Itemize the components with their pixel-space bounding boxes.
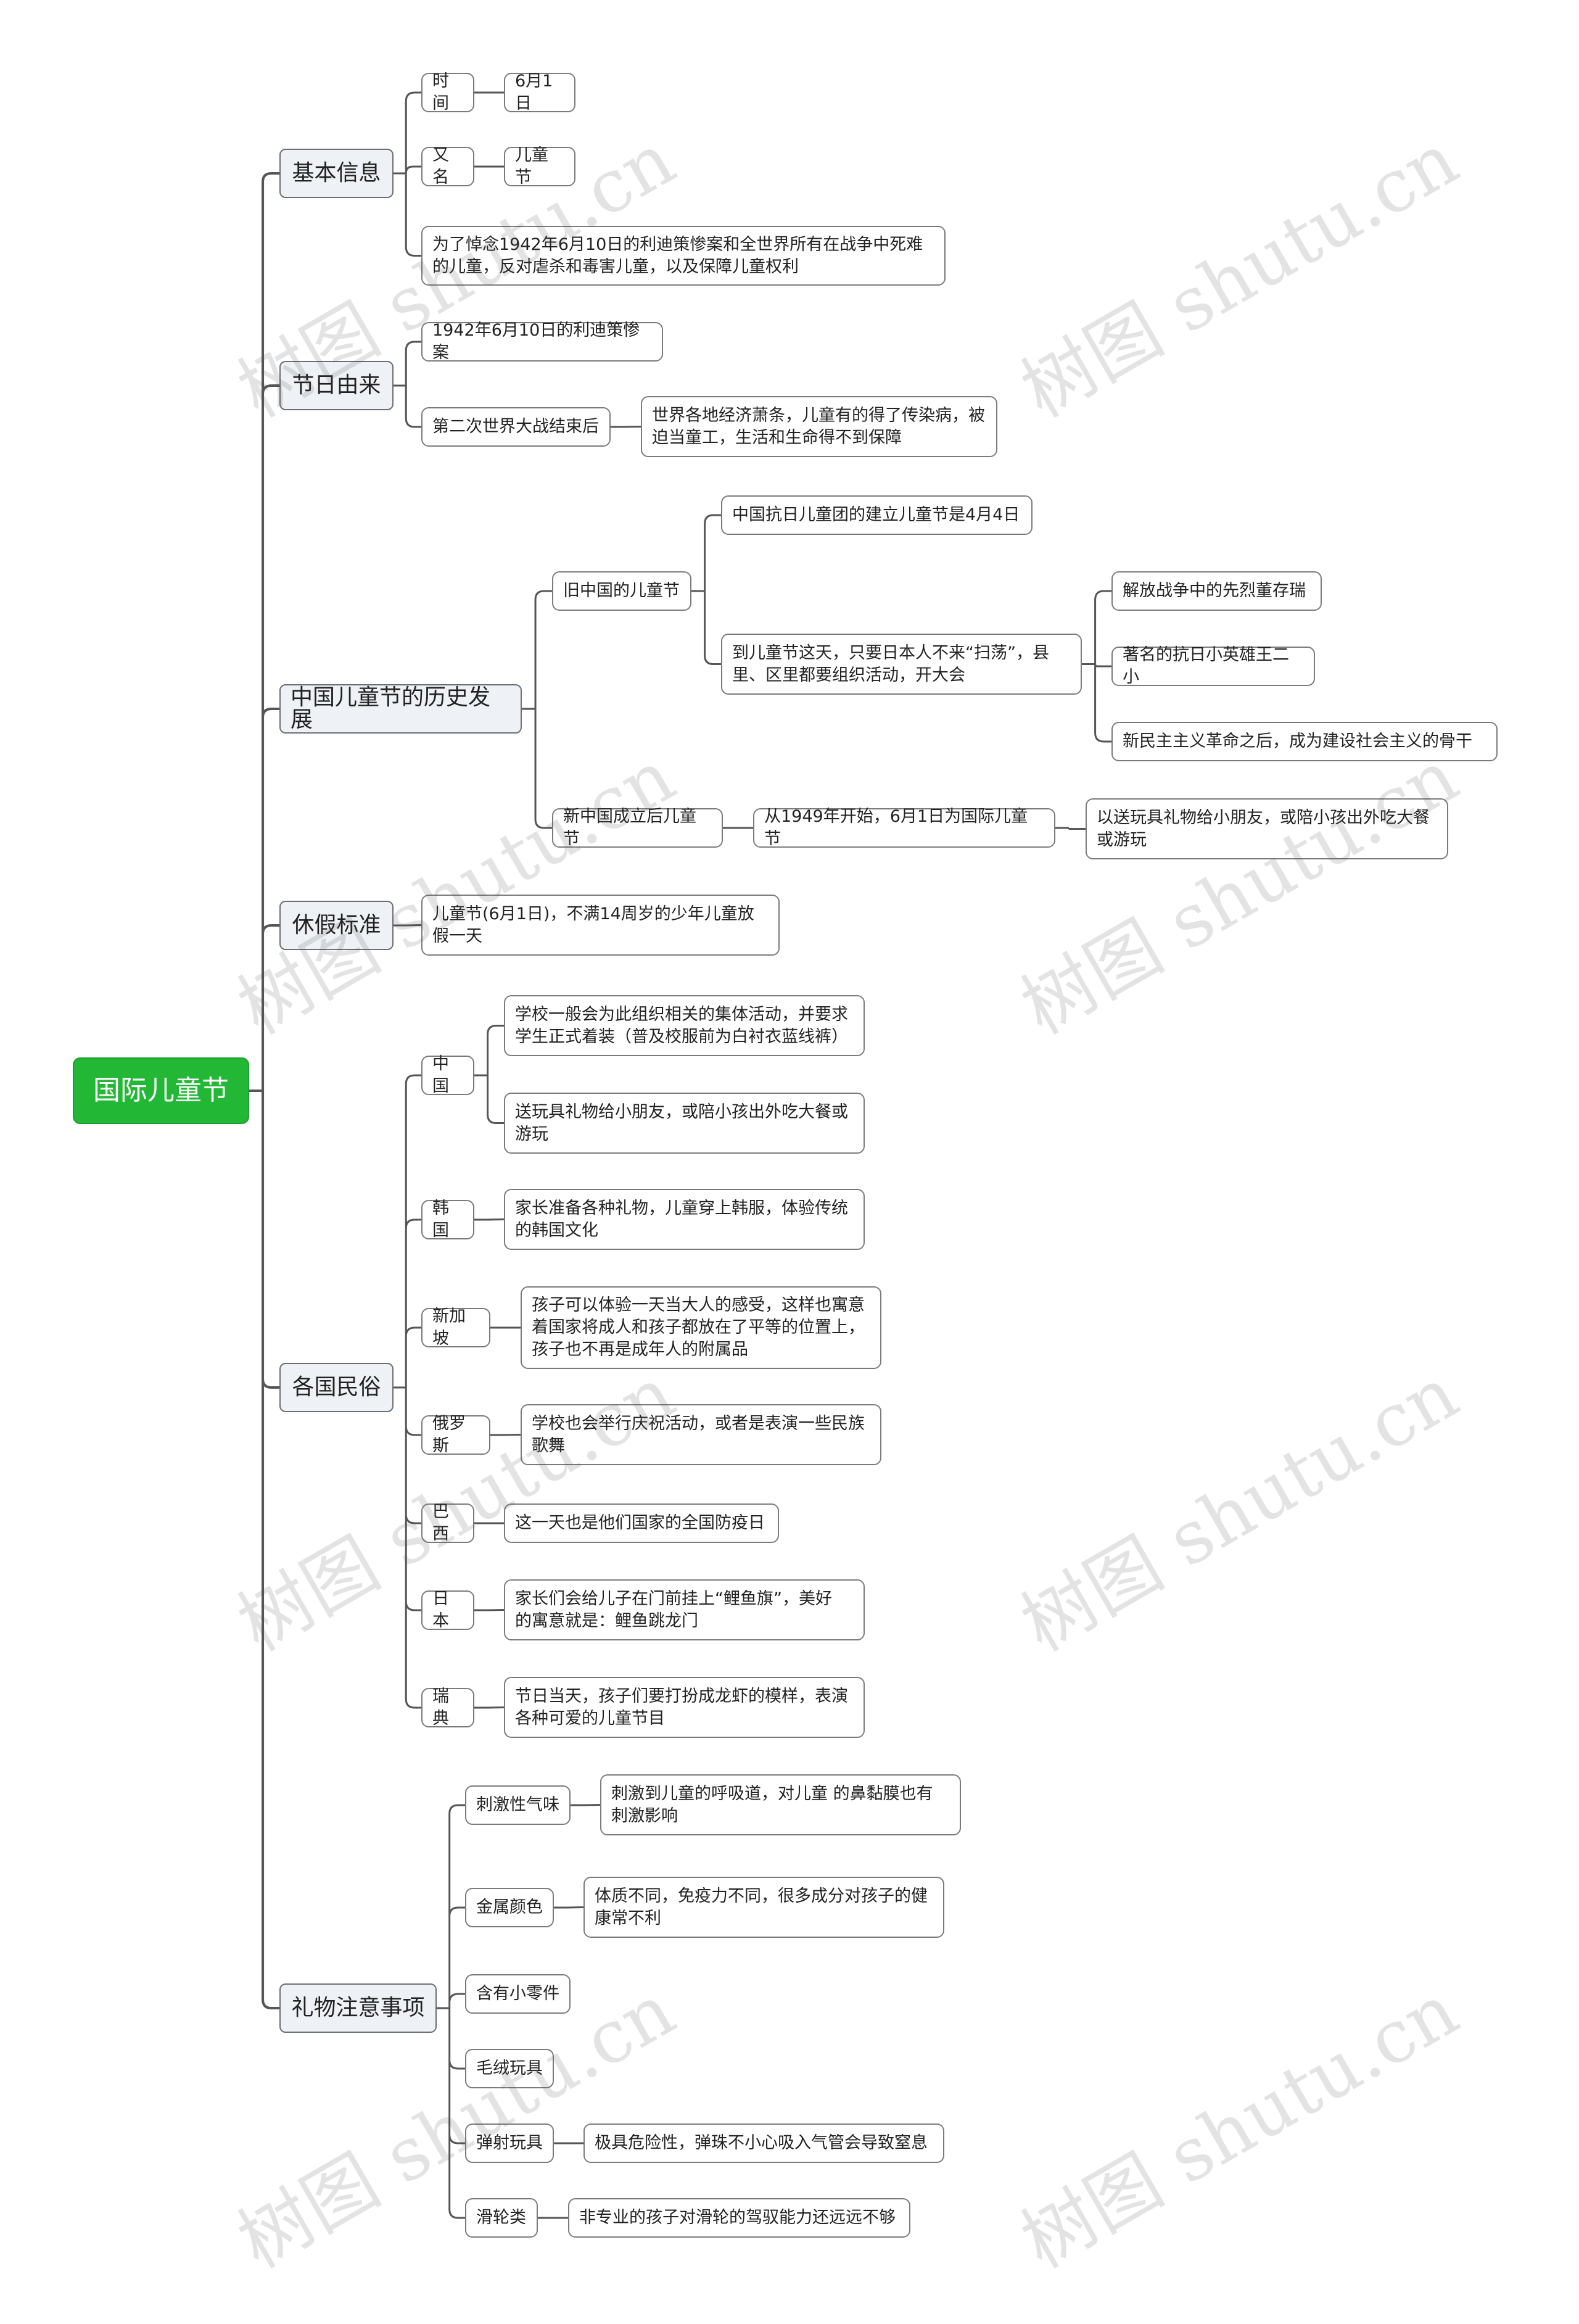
connector-line xyxy=(490,1434,521,1436)
topic-node[interactable]: 到儿童节这天，只要日本人不来“扫荡”，县 里、区里都要组织活动，开大会 xyxy=(721,634,1082,695)
topic-node[interactable]: 旧中国的儿童节 xyxy=(552,571,691,611)
topic-node[interactable]: 学校一般会为此组织相关的集体活动，并要求 学生正式着装（普及校服前为白衬衣蓝线裤… xyxy=(504,995,865,1056)
connector-line xyxy=(571,1804,601,1806)
topic-node[interactable]: 新加坡 xyxy=(421,1307,490,1348)
topic-node[interactable]: 家长准备各种礼物，儿童穿上韩服，体验传统 的韩国文化 xyxy=(504,1189,865,1250)
connector-line xyxy=(249,172,279,2009)
topic-node[interactable]: 时间 xyxy=(421,72,474,113)
connector-line xyxy=(1055,827,1086,830)
topic-node[interactable]: 1942年6月10日的利迪策惨案 xyxy=(421,321,663,362)
topic-node[interactable]: 解放战争中的先烈董存瑞 xyxy=(1111,571,1322,611)
topic-node[interactable]: 节日当天，孩子们要打扮成龙虾的模样，表演 各种可爱的儿童节目 xyxy=(504,1677,865,1738)
topic-node[interactable]: 俄罗斯 xyxy=(421,1414,490,1455)
connector-line xyxy=(437,1804,465,2219)
connector-line xyxy=(394,91,421,257)
topic-node[interactable]: 这一天也是他们国家的全国防疫日 xyxy=(504,1503,779,1543)
connector-line xyxy=(474,1025,504,1124)
topic-node[interactable]: 为了悼念1942年6月10日的利迪策惨案和全世界所有在战争中死难 的儿童，反对虐… xyxy=(421,226,946,286)
connector-line xyxy=(522,590,552,829)
topic-node[interactable]: 金属颜色 xyxy=(465,1888,554,1927)
topic-node[interactable]: 基本信息 xyxy=(279,149,394,198)
topic-node[interactable]: 中国 xyxy=(421,1054,474,1096)
connector-line xyxy=(394,1074,421,1709)
topic-node[interactable]: 中国抗日儿童团的建立儿童节是4月4日 xyxy=(721,495,1033,535)
topic-node[interactable]: 新中国成立后儿童节 xyxy=(552,807,723,848)
connector-line xyxy=(691,514,721,665)
topic-node[interactable]: 巴西 xyxy=(421,1502,474,1544)
topic-node[interactable]: 极具危险性，弹珠不小心吸入气管会导致窒息 xyxy=(583,2123,944,2163)
topic-node[interactable]: 又名 xyxy=(421,146,474,187)
topic-node[interactable]: 家长们会给儿子在门前挂上“鲤鱼旗”，美好 的寓意就是：鲤鱼跳龙门 xyxy=(504,1579,865,1640)
connector-line xyxy=(394,924,422,927)
root-topic[interactable]: 国际儿童节 xyxy=(73,1057,249,1124)
topic-node[interactable]: 弹射玩具 xyxy=(465,2123,554,2163)
topic-node[interactable]: 各国民俗 xyxy=(279,1363,394,1412)
topic-node[interactable]: 韩国 xyxy=(421,1199,474,1240)
topic-node[interactable]: 瑞典 xyxy=(421,1687,474,1728)
topic-node[interactable]: 刺激性气味 xyxy=(465,1785,571,1825)
topic-node[interactable]: 送玩具礼物给小朋友，或陪小孩出外吃大餐或 游玩 xyxy=(504,1093,865,1154)
topic-node[interactable]: 新民主主义革命之后，成为建设社会主义的骨干 xyxy=(1111,722,1498,761)
topic-node[interactable]: 滑轮类 xyxy=(465,2198,538,2238)
topic-node[interactable]: 毛绒玩具 xyxy=(465,2049,554,2088)
topic-node[interactable]: 著名的抗日小英雄王二小 xyxy=(1111,645,1315,687)
topic-node[interactable]: 儿童节 xyxy=(504,146,575,187)
topic-node[interactable]: 刺激到儿童的呼吸道，对儿童 的鼻黏膜也有 刺激影响 xyxy=(600,1774,961,1835)
connector-line xyxy=(1082,590,1111,743)
topic-node[interactable]: 含有小零件 xyxy=(465,1974,571,2014)
topic-node[interactable]: 礼物注意事项 xyxy=(279,1983,437,2033)
connector-line xyxy=(394,341,421,428)
topic-node[interactable]: 世界各地经济萧条，儿童有的得了传染病，被 迫当童工，生活和生命得不到保障 xyxy=(641,396,997,457)
topic-node[interactable]: 休假标准 xyxy=(279,901,394,950)
topic-node[interactable]: 第二次世界大战结束后 xyxy=(421,407,611,447)
topic-node[interactable]: 日本 xyxy=(421,1589,474,1631)
topic-node[interactable]: 学校也会举行庆祝活动，或者是表演一些民族 歌舞 xyxy=(521,1404,881,1465)
connector-line xyxy=(611,426,641,428)
connector-line xyxy=(474,1609,505,1611)
topic-node[interactable]: 节日由来 xyxy=(279,361,394,410)
topic-node[interactable]: 从1949年开始，6月1日为国际儿童节 xyxy=(753,807,1055,848)
topic-node[interactable]: 孩子可以体验一天当大人的感受，这样也寓意 着国家将成人和孩子都放在了平等的位置上… xyxy=(521,1286,881,1369)
topic-node[interactable]: 儿童节(6月1日)，不满14周岁的少年儿童放 假一天 xyxy=(421,895,780,956)
topic-node[interactable]: 中国儿童节的历史发展 xyxy=(279,684,522,734)
topic-node[interactable]: 体质不同，免疫力不同，很多成分对孩子的健 康常不利 xyxy=(583,1877,944,1938)
topic-node[interactable]: 6月1日 xyxy=(504,72,575,113)
topic-node[interactable]: 以送玩具礼物给小朋友，或陪小孩出外吃大餐 或游玩 xyxy=(1086,798,1448,859)
topic-node[interactable]: 非专业的孩子对滑轮的驾驭能力还远远不够 xyxy=(568,2198,910,2238)
